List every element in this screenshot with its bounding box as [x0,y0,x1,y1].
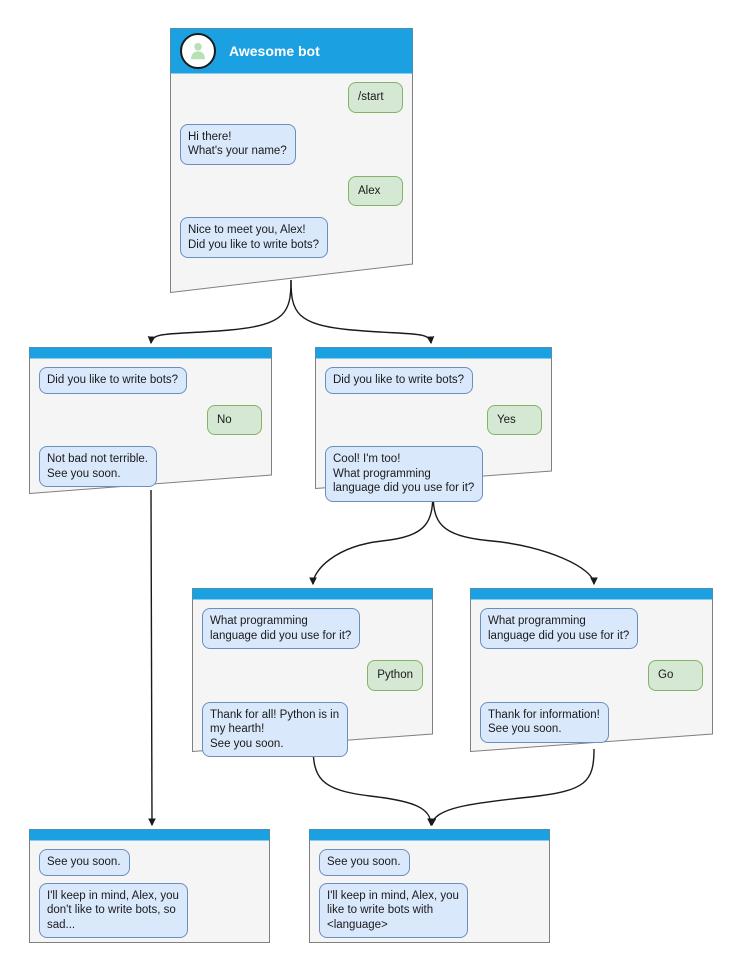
bot-name-label: Awesome bot [229,42,320,59]
card-titlebar [29,829,270,840]
message-row: Go [480,660,703,691]
message-row: Thank for information! See you soon. [480,701,703,743]
message-row: Hi there! What's your name? [180,123,403,165]
connector-no-to-end-no [148,489,156,827]
user-message-bubble[interactable]: Python [367,660,423,691]
message-row: Python [202,660,423,691]
chat-transcript: See you soon. I'll keep in mind, Alex, y… [309,840,550,948]
bot-message-bubble[interactable]: Thank for information! See you soon. [480,701,609,743]
chat-transcript: See you soon. I'll keep in mind, Alex, y… [29,840,270,948]
bot-card-go-branch[interactable]: What programming language did you use fo… [470,588,713,752]
user-message-bubble[interactable]: /start [348,82,403,113]
chat-transcript: What programming language did you use fo… [470,599,713,753]
card-titlebar [192,588,433,599]
bot-card-no-branch[interactable]: Did you like to write bots? No Not bad n… [29,347,272,494]
chat-transcript: Did you like to write bots? Yes Cool! I'… [315,358,552,512]
message-row: Nice to meet you, Alex! Did you like to … [180,217,403,258]
bot-message-bubble[interactable]: Did you like to write bots? [39,367,188,394]
user-message-bubble[interactable]: Go [648,660,703,691]
message-row: Cool! I'm too! What programming language… [325,446,542,502]
message-row: I'll keep in mind, Alex, you don't like … [39,882,260,938]
bot-card-python-branch[interactable]: What programming language did you use fo… [192,588,433,757]
bot-message-bubble[interactable]: Thank for all! Python is in my hearth! S… [202,701,349,757]
bot-message-bubble[interactable]: Cool! I'm too! What programming language… [325,446,484,502]
bot-message-bubble[interactable]: What programming language did you use fo… [480,608,639,649]
message-row: Thank for all! Python is in my hearth! S… [202,701,423,757]
message-row: Did you like to write bots? [325,367,542,394]
chat-transcript: Did you like to write bots? No Not bad n… [29,358,272,497]
connector-go-to-end-yes [428,748,595,827]
card-titlebar [315,347,552,358]
bot-message-bubble[interactable]: See you soon. [39,849,130,876]
user-message-bubble[interactable]: Yes [487,404,542,435]
person-avatar-icon [180,32,216,69]
message-row: See you soon. [319,849,540,876]
message-row: Alex [180,175,403,206]
bot-message-bubble[interactable]: I'll keep in mind, Alex, you like to wri… [319,882,468,938]
card-titlebar [309,829,550,840]
card-titlebar: Awesome bot [170,28,413,73]
chat-transcript: /start Hi there! What's your name? Alex … [170,73,413,268]
bot-message-bubble[interactable]: See you soon. [319,849,410,876]
bot-message-bubble[interactable]: Nice to meet you, Alex! Did you like to … [180,217,329,258]
bot-message-bubble[interactable]: Hi there! What's your name? [180,123,296,165]
bot-card-root[interactable]: Awesome bot /start Hi there! What's your… [170,28,413,293]
user-message-bubble[interactable]: Alex [348,175,403,206]
bot-message-bubble[interactable]: Did you like to write bots? [325,367,474,394]
message-row: Did you like to write bots? [39,367,262,394]
user-message-bubble[interactable]: No [207,404,262,435]
card-titlebar [29,347,272,358]
bot-card-end-yes[interactable]: See you soon. I'll keep in mind, Alex, y… [309,829,550,943]
message-row: Not bad not terrible. See you soon. [39,446,262,487]
message-row: Yes [325,404,542,435]
card-titlebar [470,588,713,599]
bot-message-bubble[interactable]: I'll keep in mind, Alex, you don't like … [39,882,188,938]
message-row: No [39,404,262,435]
message-row: What programming language did you use fo… [202,608,423,649]
message-row: See you soon. [39,849,260,876]
bot-message-bubble[interactable]: Not bad not terrible. See you soon. [39,446,158,487]
bot-message-bubble[interactable]: What programming language did you use fo… [202,608,361,649]
chat-transcript: What programming language did you use fo… [192,599,433,767]
message-row: I'll keep in mind, Alex, you like to wri… [319,882,540,938]
bot-card-yes-branch[interactable]: Did you like to write bots? Yes Cool! I'… [315,347,552,502]
message-row: What programming language did you use fo… [480,608,703,649]
bot-card-end-no[interactable]: See you soon. I'll keep in mind, Alex, y… [29,829,270,943]
message-row: /start [180,82,403,113]
